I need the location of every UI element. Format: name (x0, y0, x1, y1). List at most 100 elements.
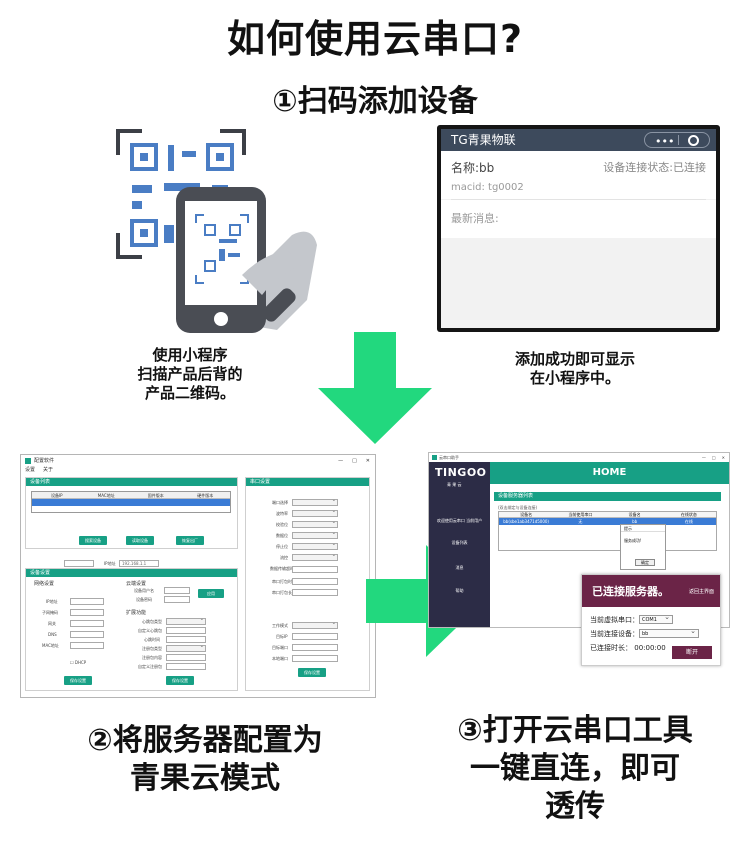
field-label: 心跳包类型 (142, 619, 162, 624)
data-bits-select[interactable] (292, 530, 338, 539)
dialog-ok-button[interactable]: 确定 (635, 559, 655, 566)
ip-label: IP地址 (104, 561, 116, 566)
baud-rate-select[interactable] (292, 508, 338, 517)
ip-field[interactable] (64, 560, 94, 567)
title-line: 一键直连，即可 (470, 751, 680, 786)
custom-register-input[interactable] (166, 663, 206, 670)
column-header: 设备名 (520, 512, 533, 517)
heartbeat-type-select[interactable] (166, 616, 206, 625)
ip-address-input[interactable] (70, 598, 104, 605)
work-mode-select[interactable] (292, 620, 338, 629)
field-label: 设备密码 (136, 597, 152, 602)
sidebar-item-messages[interactable]: 消息 (455, 565, 464, 570)
port-select[interactable] (292, 497, 338, 506)
table-row[interactable] (32, 499, 230, 506)
target-port-input[interactable] (292, 644, 338, 651)
field-label: IP地址 (46, 599, 58, 604)
caption-line: 扫描产品后背的 (137, 365, 243, 383)
save-settings-button[interactable]: 保存设置 (298, 668, 326, 677)
brand-subtitle: 青 果 云 (447, 482, 462, 487)
table-row[interactable]: bb(sbe1ab3471d5000) 无 bb 在线 (499, 518, 716, 525)
mac-address-input[interactable] (70, 642, 104, 649)
device-server-table[interactable]: 设备名 当前使用串口 设备名 在线状态 bb(sbe1ab3471d5000) … (498, 511, 717, 551)
dhcp-label: DHCP (74, 660, 87, 665)
sidebar-item-help[interactable]: 帮助 (455, 588, 464, 593)
timeout-input[interactable] (292, 566, 338, 573)
dialog-title: 提示 (621, 525, 665, 532)
pack-time-input[interactable] (292, 578, 338, 585)
target-ip-input[interactable] (292, 633, 338, 640)
search-device-button[interactable]: 搜索设备 (79, 536, 107, 545)
custom-heartbeat-input[interactable] (166, 627, 206, 634)
title-line: 透传 (545, 789, 605, 824)
window-title: 云串口助手 (439, 454, 459, 460)
cloud-user-input[interactable] (164, 587, 190, 594)
flow-control-select[interactable] (292, 552, 338, 561)
dns-input[interactable] (70, 631, 104, 638)
caption-line: 添加成功即可显示 (514, 350, 635, 368)
save-settings-button[interactable]: 保存设置 (64, 676, 92, 685)
menu-about[interactable]: 关于 (43, 467, 54, 473)
brand-logo: TINGOO (435, 466, 487, 479)
step2-title: ②将服务器配置为 青果云模式 (40, 722, 370, 798)
capsule-menu[interactable]: ••• (644, 132, 710, 148)
back-to-main-button[interactable]: 返回主界面 (688, 588, 714, 595)
field-label: 流控 (280, 555, 288, 560)
menu-settings[interactable]: 设置 (25, 467, 36, 473)
close-circle-icon[interactable] (688, 135, 699, 146)
register-type-select[interactable] (166, 643, 206, 652)
field-label: 数据传输超时时间 (270, 566, 302, 571)
apply-button[interactable]: 应用 (198, 589, 224, 598)
added-success-caption: 添加成功即可显示 在小程序中。 (470, 350, 680, 388)
sidebar-item-welcome[interactable]: 欢迎使用云串口 当前用户 (436, 518, 483, 523)
read-device-button[interactable]: 读取设备 (126, 536, 154, 545)
subnet-mask-input[interactable] (70, 609, 104, 616)
local-port-input[interactable] (292, 655, 338, 662)
restore-factory-button[interactable]: 恢复出厂 (176, 536, 204, 545)
field-label: 自定义注册包 (138, 664, 162, 669)
save-settings-button[interactable]: 保存设置 (166, 676, 194, 685)
caption-line: 产品二维码。 (144, 384, 235, 402)
heartbeat-time-input[interactable] (166, 636, 206, 643)
virtual-port-label: 当前虚拟串口： (590, 616, 639, 624)
config-software-window: 配置软件 —□✕ 设置 关于 设备列表 设备IP MAC地址 固件版本 硬件版本… (20, 454, 376, 698)
sidebar: TINGOO 青 果 云 欢迎使用云串口 当前用户 设备列表 消息 帮助 (429, 462, 490, 627)
success-dialog: 提示 服务成功! 确定 (620, 524, 666, 570)
virtual-port-select[interactable]: COM1 (639, 613, 673, 624)
dhcp-checkbox[interactable]: ☐ DHCP (70, 660, 87, 665)
duration-value: 00:00:00 (634, 644, 666, 652)
sidebar-item-devices[interactable]: 设备列表 (451, 540, 468, 545)
disconnect-button[interactable]: 断开 (672, 646, 712, 659)
minimize-icon[interactable]: — (338, 457, 344, 464)
minimize-icon[interactable]: — (701, 455, 706, 460)
field-label: 网关 (48, 621, 56, 626)
close-icon[interactable]: ✕ (721, 455, 725, 460)
cloud-password-input[interactable] (164, 596, 190, 603)
stop-bits-select[interactable] (292, 541, 338, 550)
field-label: MAC地址 (42, 643, 59, 648)
device-select[interactable]: bb (639, 627, 699, 638)
maximize-icon[interactable]: □ (352, 457, 357, 464)
more-icon[interactable]: ••• (655, 135, 675, 148)
field-label: 设备用户名 (134, 588, 154, 593)
close-icon[interactable]: ✕ (365, 457, 370, 464)
gateway-input[interactable] (70, 620, 104, 627)
device-name: 名称:bb (451, 161, 495, 175)
column-header: 当前使用串口 (568, 512, 593, 517)
pack-length-input[interactable] (292, 589, 338, 596)
panel-header: 串口设置 (246, 478, 369, 486)
cell: 在线 (684, 519, 693, 524)
device-card[interactable]: 名称:bb 设备连接状态:已连接 macid: tg0002 (441, 151, 716, 199)
caption-line: 使用小程序 (152, 346, 228, 364)
field-label: 目标端口 (272, 645, 288, 650)
network-settings-label: 网络设置 (34, 581, 55, 587)
step1-title: ①扫码添加设备 (272, 84, 478, 119)
maximize-icon[interactable]: □ (711, 455, 716, 460)
title-line: ②将服务器配置为 (87, 723, 323, 758)
register-content-input[interactable] (166, 654, 206, 661)
section-header: 设备服务器列表 (494, 492, 721, 501)
ip-value-field[interactable]: 192.168.1.1 (119, 560, 159, 567)
parity-select[interactable] (292, 519, 338, 528)
device-table[interactable]: 设备IP MAC地址 固件版本 硬件版本 (31, 491, 231, 513)
device-list-panel: 设备列表 设备IP MAC地址 固件版本 硬件版本 搜索设备 读取设备 恢复出厂… (25, 477, 238, 567)
